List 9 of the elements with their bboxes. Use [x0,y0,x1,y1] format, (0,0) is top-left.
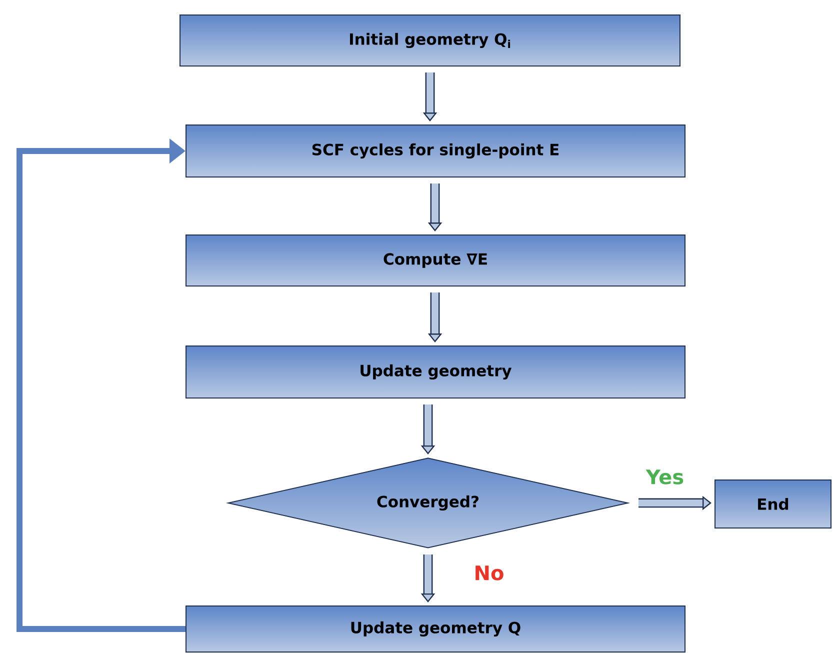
edge-label: No [472,564,506,582]
edge-label: Yes [644,468,686,486]
process-box: Update geometry Q [186,605,686,652]
process-box: End [714,479,832,528]
process-box: SCF cycles for single-point E [186,124,686,178]
process-box: Update geometry [186,346,686,398]
feedback-arrow [16,138,186,632]
process-box: Initial geometry Q$_{i}$ [180,14,680,66]
process-box: Compute ∇E [186,234,686,286]
